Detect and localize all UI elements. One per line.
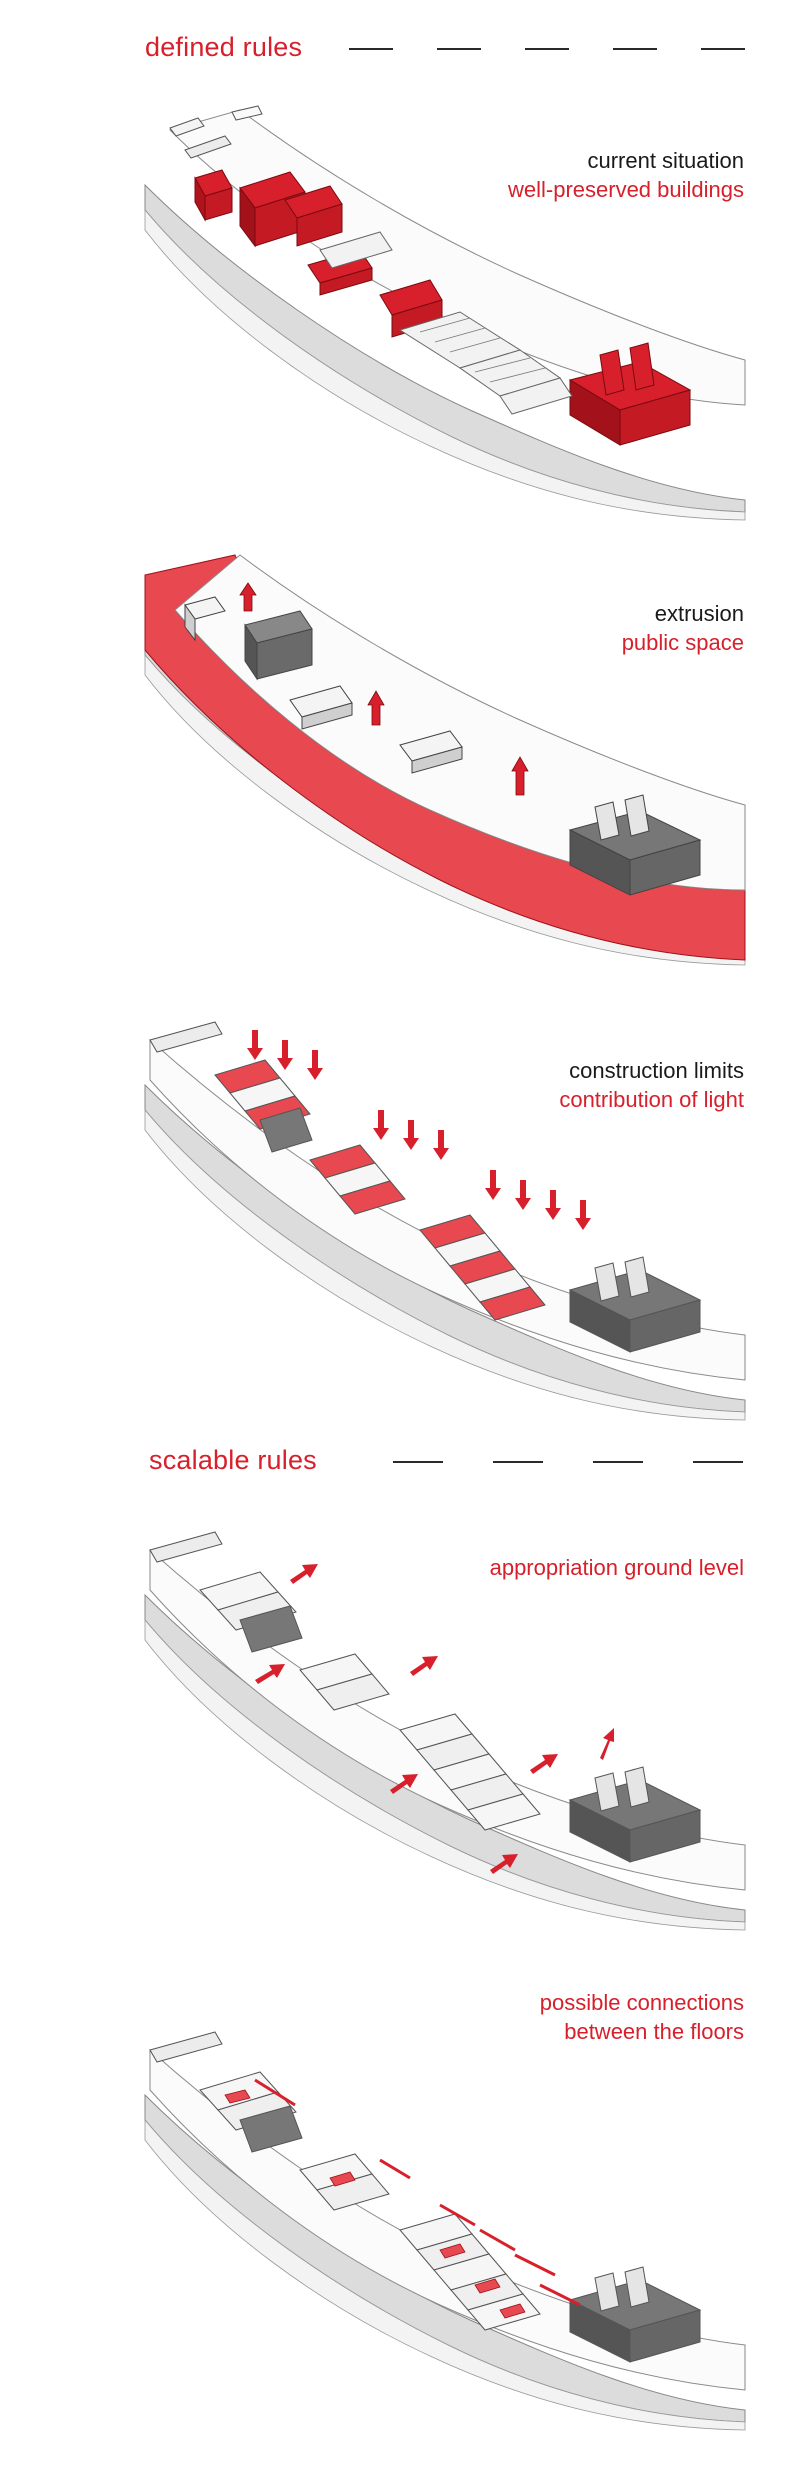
- caption-current-situation: current situation well-preserved buildin…: [344, 146, 744, 204]
- diagram-possible-connections: [144, 2031, 746, 2431]
- diagram-extrusion: [144, 554, 746, 966]
- dash-divider: [693, 1461, 743, 1463]
- ground-level-arrows: [255, 1564, 614, 1874]
- caption-appropriation: appropriation ground level: [344, 1553, 744, 1582]
- caption-line2: well-preserved buildings: [507, 177, 744, 202]
- dash-divider: [493, 1461, 543, 1463]
- preserved-buildings-red: [194, 169, 692, 446]
- connection-patches: [224, 2089, 526, 2319]
- caption-line2: contribution of light: [559, 1087, 744, 1112]
- connection-arrows: [254, 2078, 581, 2307]
- caption-line2: possible connections: [539, 1990, 744, 2015]
- caption-line2: appropriation ground level: [489, 1555, 744, 1580]
- diagram-construction-limits: [144, 1021, 746, 1421]
- caption-extrusion: extrusion public space: [344, 599, 744, 657]
- dash-divider: [701, 48, 745, 50]
- caption-possible-connections: possible connections between the floors: [344, 1988, 744, 2046]
- caption-line2: public space: [621, 630, 744, 655]
- caption-construction-limits: construction limits contribution of ligh…: [344, 1056, 744, 1114]
- section-title-defined-rules: defined rules: [145, 32, 303, 62]
- caption-line1: construction limits: [569, 1058, 744, 1083]
- dash-divider: [593, 1461, 643, 1463]
- light-arrows: [247, 1030, 591, 1230]
- caption-line1: extrusion: [654, 601, 744, 626]
- dash-divider: [349, 48, 393, 50]
- dash-divider: [393, 1461, 443, 1463]
- caption-line3: between the floors: [564, 2019, 744, 2044]
- dash-divider: [613, 48, 657, 50]
- dash-divider: [437, 48, 481, 50]
- extrusion-arrows: [239, 582, 529, 796]
- caption-line1: current situation: [587, 148, 744, 173]
- diagram-current-situation: [144, 105, 746, 521]
- existing-sheds: [319, 231, 573, 415]
- dash-divider: [525, 48, 569, 50]
- section-title-scalable-rules: scalable rules: [149, 1445, 317, 1475]
- diagram-appropriation-ground-level: [144, 1531, 746, 1931]
